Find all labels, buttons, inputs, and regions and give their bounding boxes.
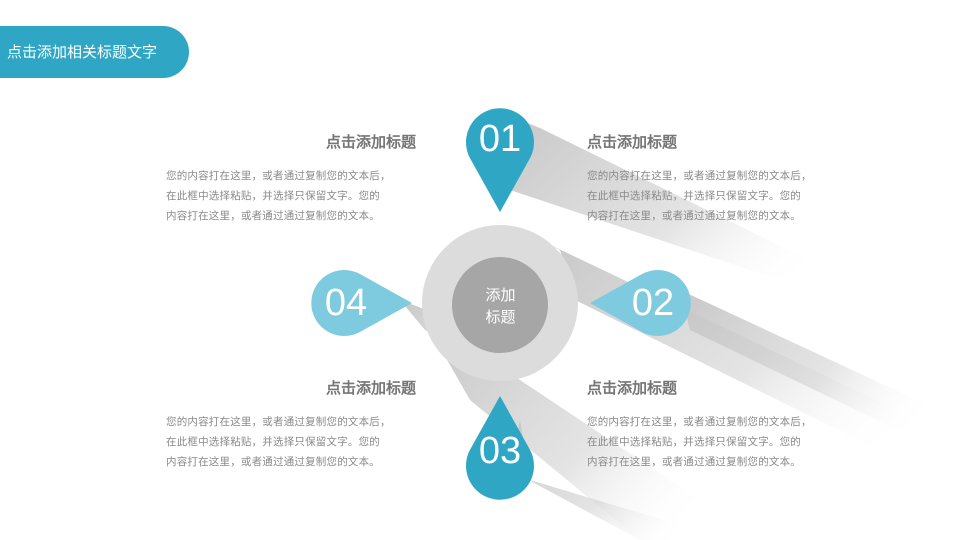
drop-02-icon [590, 269, 691, 336]
text-block-03: 点击添加标题 您的内容打在这里，或者通过复制您的文本后，在此框中选择粘贴，并选择… [166, 377, 416, 472]
number-01: 01 [478, 118, 522, 160]
center-label-line1: 添加 [485, 285, 516, 304]
text-block-01: 点击添加标题 您的内容打在这里，或者通过复制您的文本后，在此框中选择粘贴，并选择… [587, 131, 843, 226]
drop-04-icon [311, 269, 412, 336]
center-label-line2: 标题 [485, 307, 516, 326]
shadow-01 [510, 118, 870, 300]
text-block-02: 点击添加标题 您的内容打在这里，或者通过复制您的文本后，在此框中选择粘贴，并选择… [587, 377, 843, 472]
number-04: 04 [324, 282, 368, 324]
center-core [452, 257, 548, 353]
block-body: 您的内容打在这里，或者通过复制您的文本后，在此框中选择粘贴，并选择只保留文字。您… [166, 416, 391, 468]
text-block-04: 点击添加标题 您的内容打在这里，或者通过复制您的文本后，在此框中选择粘贴，并选择… [166, 131, 416, 226]
block-title: 点击添加标题 [587, 379, 678, 397]
block-body: 您的内容打在这里，或者通过复制您的文本后，在此框中选择粘贴，并选择只保留文字。您… [166, 170, 391, 222]
block-body: 您的内容打在这里，或者通过复制您的文本后，在此框中选择粘贴，并选择只保留文字。您… [587, 170, 812, 222]
block-title: 点击添加标题 [325, 133, 416, 151]
shadow-02 [680, 290, 960, 460]
center-label: 添加标题 [453, 258, 548, 353]
number-03: 03 [478, 430, 522, 472]
block-title: 点击添加标题 [325, 379, 416, 397]
shadow-03 [510, 420, 730, 540]
drop-03-icon [466, 396, 534, 500]
page-title: 点击添加相关标题文字 [0, 26, 189, 78]
block-body: 您的内容打在这里，或者通过复制您的文本后，在此框中选择粘贴，并选择只保留文字。您… [587, 416, 812, 468]
drop-01-icon [466, 108, 534, 212]
number-02: 02 [631, 282, 675, 324]
shadow-center-low [430, 330, 760, 540]
block-title: 点击添加标题 [587, 133, 678, 151]
